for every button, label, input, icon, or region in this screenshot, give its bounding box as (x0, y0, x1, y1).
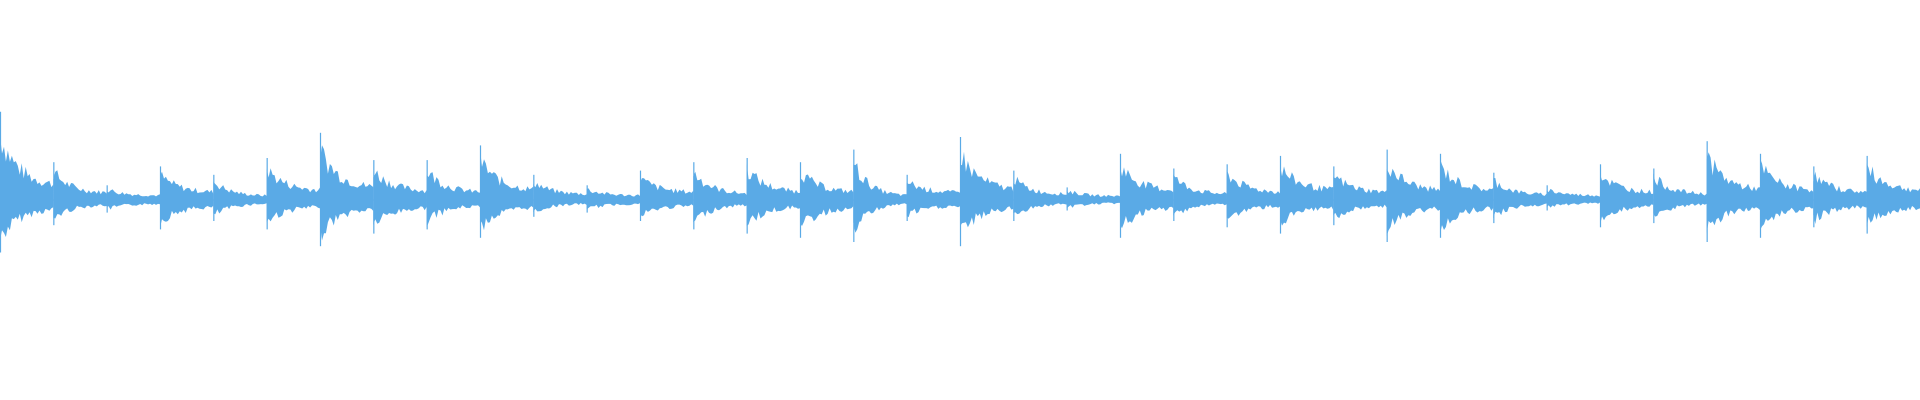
waveform-segment-22 (1120, 166, 1174, 229)
waveform-segment-23 (1173, 174, 1227, 216)
waveform-segment-25 (1280, 164, 1334, 226)
waveform-segment-21 (1066, 190, 1120, 209)
waveform-segment-19 (960, 151, 1014, 228)
waveform-segment-29 (1493, 178, 1547, 219)
waveform-segment-20 (1013, 176, 1067, 215)
waveform-segment-13 (640, 178, 694, 217)
waveform-segment-34 (1760, 158, 1814, 231)
waveform-segment-7 (320, 145, 374, 241)
waveform-segment-14 (693, 171, 747, 223)
waveform-segment-15 (746, 163, 800, 227)
waveform-segment-33 (1706, 152, 1760, 234)
waveform-segment-10 (480, 149, 534, 231)
waveform-segment-8 (373, 170, 427, 225)
waveform-segment-36 (1866, 163, 1920, 228)
waveform-segment-26 (1333, 176, 1387, 219)
waveform-segment-6 (266, 168, 320, 223)
waveform-segment-5 (213, 181, 267, 215)
waveform-segment-24 (1226, 169, 1280, 219)
waveform-segment-11 (533, 183, 587, 213)
waveform-segment-35 (1813, 171, 1867, 224)
waveform-segment-12 (586, 188, 640, 210)
waveform-segment-1 (0, 135, 54, 241)
waveform-segment-18 (906, 181, 960, 218)
waveform-segment-28 (1440, 158, 1494, 235)
waveform-segment-17 (853, 163, 907, 233)
waveform-segment-32 (1653, 173, 1707, 217)
waveform-segment-2 (53, 170, 107, 219)
waveform-segment-30 (1546, 188, 1600, 208)
waveform-segment-27 (1386, 168, 1440, 237)
